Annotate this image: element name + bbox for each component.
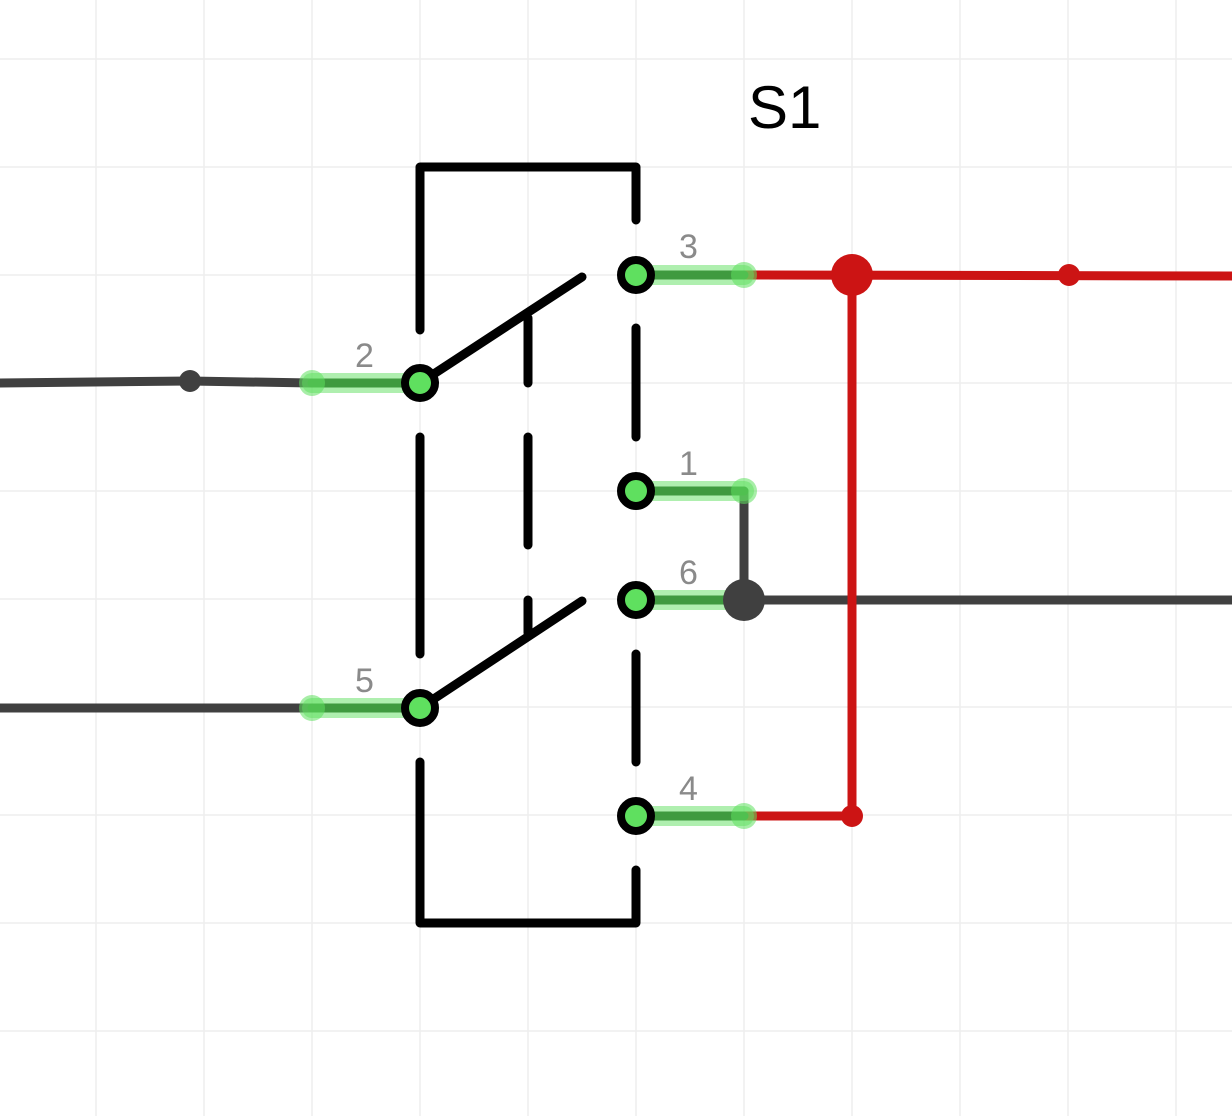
pin-number-1: 1 <box>679 445 698 483</box>
pin-number-4: 4 <box>679 770 698 808</box>
reference-designator[interactable]: S1 <box>748 74 821 141</box>
pin-number-6: 6 <box>679 554 698 592</box>
lever-upper <box>415 272 587 388</box>
pin-end-dots <box>299 262 757 829</box>
pin-5-end[interactable] <box>299 695 325 721</box>
pin-2-end[interactable] <box>299 370 325 396</box>
terminal-2[interactable] <box>401 364 439 402</box>
bendpoint-gray-left[interactable] <box>179 370 201 392</box>
terminals <box>401 256 655 835</box>
terminal-1[interactable] <box>617 472 655 510</box>
wires-gray <box>0 376 1232 713</box>
junction-red-large[interactable] <box>831 254 873 296</box>
enclosure-bottom <box>415 757 641 928</box>
pin-1-end[interactable] <box>731 478 757 504</box>
terminal-3[interactable] <box>617 256 655 294</box>
bendpoint-red-right[interactable] <box>1058 264 1080 286</box>
terminal-4[interactable] <box>617 797 655 835</box>
pin-4-end[interactable] <box>731 803 757 829</box>
junction-gray-large[interactable] <box>723 579 765 621</box>
lever-lower <box>415 596 587 713</box>
terminal-5[interactable] <box>401 689 439 727</box>
enclosure-top <box>415 162 641 335</box>
junctions <box>179 254 1080 827</box>
labels: S1 3 2 1 6 5 4 <box>355 74 821 808</box>
wire-net-pin3[interactable] <box>739 270 1232 281</box>
pin-3-end[interactable] <box>731 262 757 288</box>
wire-net-pin2[interactable] <box>0 376 317 388</box>
bendpoint-red-bottom[interactable] <box>841 805 863 827</box>
wires-red <box>739 270 1232 821</box>
switch-symbol-s1[interactable] <box>415 162 641 928</box>
pin-number-2: 2 <box>355 337 374 375</box>
terminal-6[interactable] <box>617 581 655 619</box>
pin-number-5: 5 <box>355 662 374 700</box>
pin-number-3: 3 <box>679 228 698 266</box>
